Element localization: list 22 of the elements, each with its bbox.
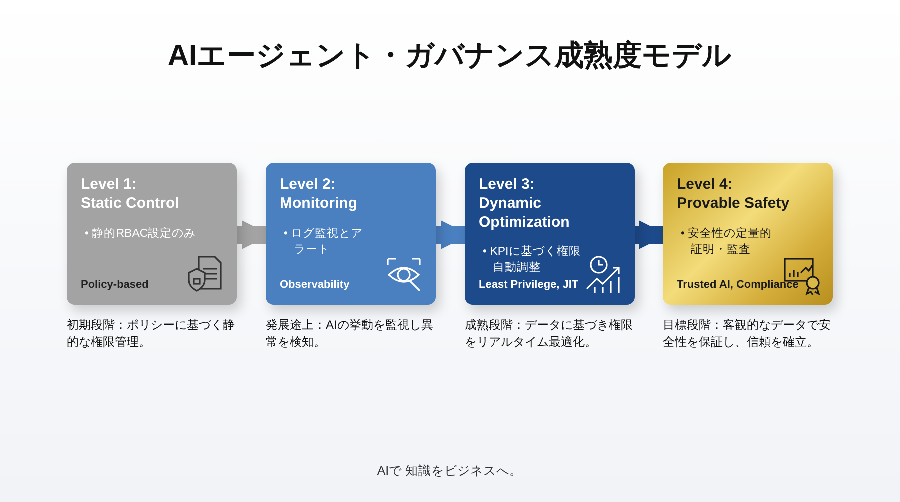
bullet-text: • ログ監視とアラート <box>284 226 364 258</box>
card-footer-text: Policy-based <box>81 279 149 291</box>
bullet-text: • KPIに基づく権限自動調整 <box>483 244 582 276</box>
card-footer-text: Trusted AI, Compliance <box>677 279 799 291</box>
level-heading: Level 1: Static Control <box>81 176 180 214</box>
level-heading: Level 3: Dynamic Optimization <box>479 176 571 232</box>
tagline: AIで 知識をビジネスへ。 <box>376 463 524 480</box>
stage-description: 発展途上：AIの挙動を監視し異常を検知。 <box>266 317 434 352</box>
card-footer-text: Least Privilege, JIT <box>479 279 579 291</box>
stage-description: 目標段階：客観的なデータで安全性を保証し、信頼を確立。 <box>663 317 832 352</box>
level-card <box>67 163 237 305</box>
card-footer-text: Observability <box>280 279 350 291</box>
stage-description: 成熟段階：データに基づき権限をリアルタイム最適化。 <box>465 317 634 352</box>
level-card <box>266 163 436 305</box>
level-heading: Level 2: Monitoring <box>280 176 358 214</box>
level-card <box>465 163 635 305</box>
title: AIエージェント・ガバナンス成熟度モデル <box>167 38 733 74</box>
level-heading: Level 4: Provable Safety <box>677 176 791 214</box>
bullet-text: • 安全性の定量的証明・監査 <box>681 226 774 258</box>
bullet-text: • 静的RBAC設定のみ <box>85 226 198 242</box>
level-card <box>663 163 833 305</box>
stage-description: 初期段階：ポリシーに基づく静的な権限管理。 <box>67 317 236 352</box>
